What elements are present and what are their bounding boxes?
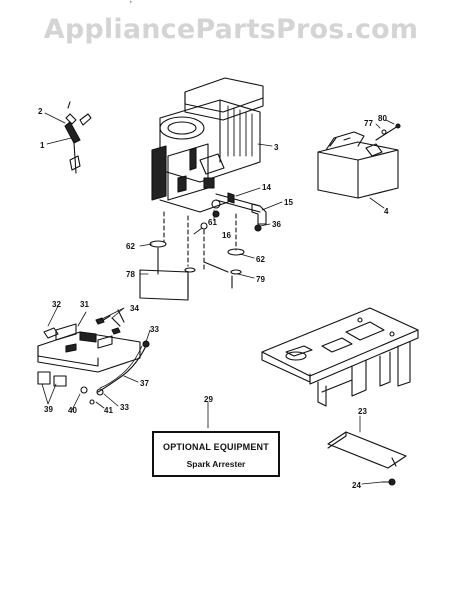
- callout-14: 14: [262, 183, 271, 192]
- throttle-control-drawing: [64, 101, 92, 174]
- callout-15: 15: [284, 198, 293, 207]
- callout-33-lower: 33: [120, 403, 129, 412]
- callout-1: 1: [40, 141, 45, 150]
- callout-23: 23: [358, 407, 367, 416]
- callout-37: 37: [140, 379, 149, 388]
- frame-plate-drawing: [261, 307, 419, 407]
- callout-61: 61: [208, 218, 217, 227]
- callout-36: 36: [272, 220, 281, 229]
- optional-equipment-subtitle: Spark Arrester: [186, 459, 246, 469]
- callout-34: 34: [130, 304, 139, 313]
- callout-31: 31: [80, 300, 89, 309]
- callout-79: 79: [256, 275, 265, 284]
- bracket-plate-drawing: [327, 431, 407, 486]
- callout-62-left: 62: [126, 242, 135, 251]
- optional-equipment-title: OPTIONAL EQUIPMENT: [163, 442, 269, 452]
- callout-39: 39: [44, 405, 53, 414]
- header-fragment: ' ' , ' ': [120, 0, 142, 5]
- callout-40: 40: [68, 406, 77, 415]
- muffler-drawing: [317, 123, 401, 199]
- callout-62-right: 62: [256, 255, 265, 264]
- callout-78: 78: [126, 270, 135, 279]
- callout-77: 77: [364, 119, 373, 128]
- callout-3: 3: [274, 143, 279, 152]
- mount-hardware-drawing: [139, 211, 245, 301]
- callout-16: 16: [222, 231, 231, 240]
- callout-leaders: [41, 112, 395, 485]
- callout-24: 24: [352, 481, 361, 490]
- callout-2: 2: [38, 107, 43, 116]
- fuel-line-drawing: [200, 192, 267, 232]
- optional-equipment-box: OPTIONAL EQUIPMENT Spark Arrester: [152, 431, 280, 477]
- engine-drawing: [151, 77, 264, 213]
- callout-4: 4: [384, 207, 389, 216]
- watermark: AppliancePartsPros.com: [43, 14, 419, 45]
- callout-29: 29: [204, 395, 213, 404]
- callout-41: 41: [104, 406, 113, 415]
- callout-32: 32: [52, 300, 61, 309]
- callout-33-upper: 33: [150, 325, 159, 334]
- callout-labels: 2 1 3 4 14 15 16 36 61 62 62 78 79 80 77…: [38, 107, 389, 490]
- callout-80: 80: [378, 114, 387, 123]
- wiring-harness-drawing: [37, 309, 141, 405]
